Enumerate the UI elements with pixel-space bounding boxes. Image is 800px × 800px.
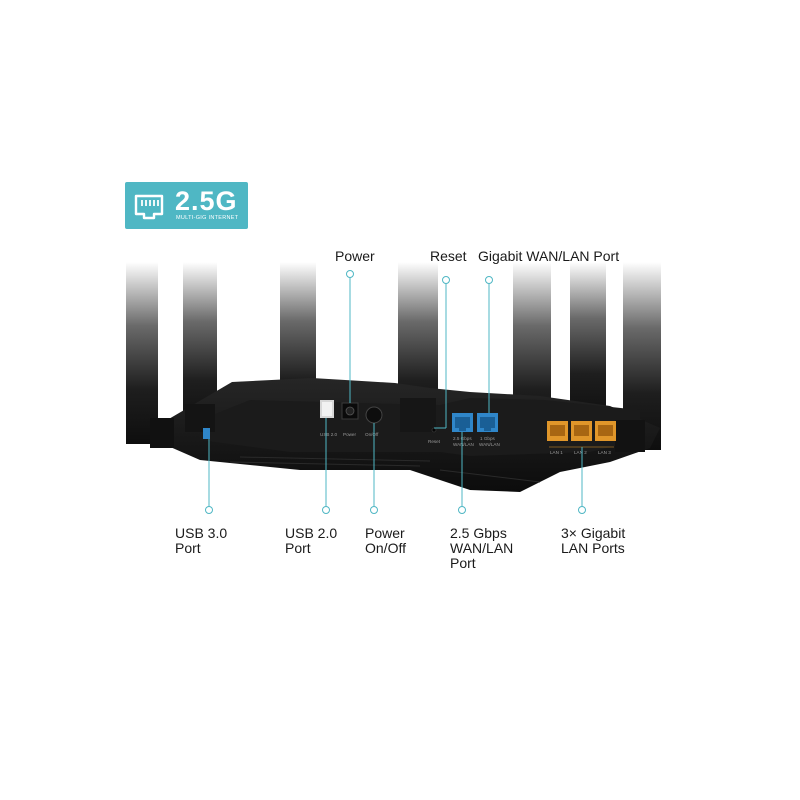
antennas bbox=[126, 262, 661, 450]
multi-gig-badge: 2.5G MULTI-GIG INTERNET bbox=[125, 182, 248, 229]
callout-power-onoff: Power On/Off bbox=[365, 525, 406, 556]
ethernet-port-icon bbox=[134, 194, 164, 220]
vents bbox=[229, 456, 541, 483]
callout-reset: Reset bbox=[430, 248, 467, 264]
panel-label-wan25: 2.5 Gbps bbox=[453, 436, 472, 441]
callout-dot bbox=[370, 506, 378, 514]
panel-label-reset: Reset bbox=[428, 439, 441, 444]
callout-gigabit-wan-lan: Gigabit WAN/LAN Port bbox=[478, 248, 620, 264]
callout-lines bbox=[205, 270, 586, 514]
panel-label-wan25-sub: WAN/LAN bbox=[453, 442, 474, 447]
callout-dot bbox=[485, 276, 493, 284]
lan-port-1 bbox=[547, 421, 568, 441]
panel-label-gig: 1 Gbps bbox=[480, 436, 496, 441]
usb30-port bbox=[203, 428, 210, 439]
panel-label-gig-sub: WAN/LAN bbox=[479, 442, 500, 447]
badge-title: 2.5G bbox=[175, 186, 238, 216]
panel-label-onoff: On/Off bbox=[365, 432, 379, 437]
power-button bbox=[365, 406, 383, 424]
antenna-hinge bbox=[150, 418, 174, 448]
wan25-port bbox=[452, 413, 473, 432]
callout-usb30: USB 3.0 Port bbox=[175, 525, 228, 556]
callout-dot bbox=[458, 506, 466, 514]
reset-pinhole bbox=[431, 427, 437, 433]
panel-label-lan3: LAN 3 bbox=[598, 450, 611, 455]
callout-power: Power bbox=[335, 248, 375, 264]
lan-port-2 bbox=[571, 421, 592, 441]
panel-label-lan1: LAN 1 bbox=[550, 450, 563, 455]
callout-dot bbox=[578, 506, 586, 514]
callout-dot bbox=[346, 270, 354, 278]
callout-dot bbox=[205, 506, 213, 514]
badge-subtitle: MULTI-GIG INTERNET bbox=[176, 215, 239, 221]
panel-label-usb: USB 2.0 bbox=[320, 432, 338, 437]
antenna-hinge bbox=[185, 404, 215, 432]
callout-dot bbox=[442, 276, 450, 284]
antenna bbox=[570, 262, 606, 422]
panel-label-power: Power bbox=[343, 432, 356, 437]
callout-lan-ports: 3× Gigabit LAN Ports bbox=[561, 525, 626, 556]
antenna-hinge bbox=[615, 420, 645, 452]
gigabit-wan-port bbox=[477, 413, 498, 432]
callout-usb20: USB 2.0 Port bbox=[285, 525, 338, 556]
antenna bbox=[126, 262, 158, 444]
lan-port-3 bbox=[595, 421, 616, 441]
antenna-hinge bbox=[400, 398, 436, 432]
panel-label-lan2: LAN 2 bbox=[574, 450, 587, 455]
callout-wan25: 2.5 Gbps WAN/LAN Port bbox=[450, 525, 514, 571]
callout-dot bbox=[322, 506, 330, 514]
